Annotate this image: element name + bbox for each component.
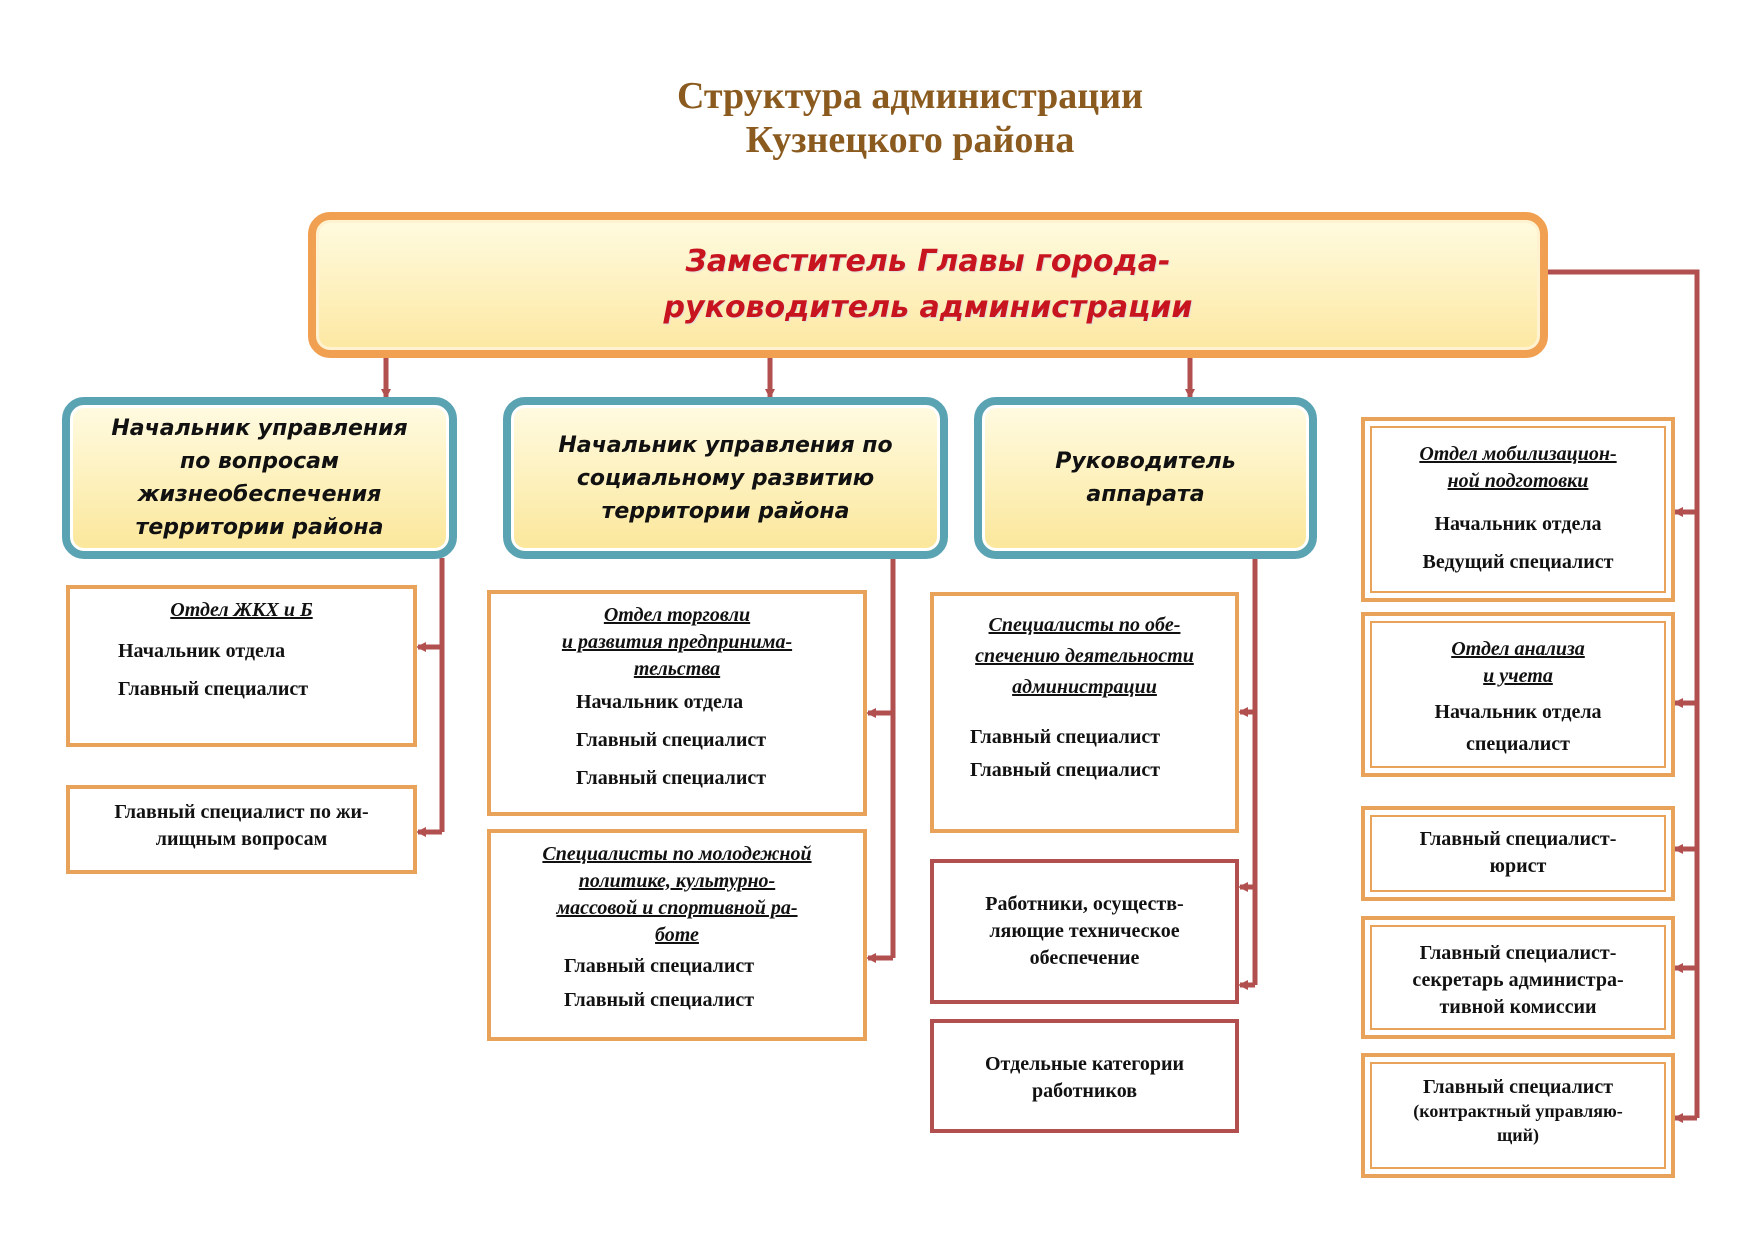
title-line: и развития предпринима-: [561, 631, 793, 653]
dept-youth-title: Специалисты по молодежной политике, куль…: [491, 841, 863, 949]
manager-infrastructure-line: по вопросам: [180, 449, 339, 474]
role-item: Начальник отдела: [1434, 513, 1602, 535]
title-line: спечению деятельности: [975, 645, 1194, 667]
dept-analysis: Отдел анализа и учета Начальник отдела с…: [1361, 612, 1675, 777]
box-line: ляющие техническое: [989, 920, 1180, 942]
manager-social-line: территории района: [601, 498, 850, 524]
title-line: Отдел торговли: [603, 604, 751, 626]
manager-infrastructure-line: жизнеобеспечения: [137, 482, 382, 507]
box-line: Главный специалист по жи-: [114, 801, 369, 823]
role-item: Главный специалист: [564, 989, 755, 1011]
box-line: работников: [1031, 1080, 1138, 1102]
role-item: Главный специалист: [576, 729, 767, 751]
box-line: тивной комиссии: [1439, 996, 1597, 1018]
dept-lawyer: Главный специалист- юрист: [1361, 806, 1675, 901]
box-line: Главный специалист-: [1419, 828, 1617, 850]
title-line: Специалисты по молодежной: [542, 843, 812, 865]
dept-other-workers: Отдельные категории работников: [930, 1019, 1239, 1133]
box-line: Главный специалист: [1422, 1076, 1614, 1098]
box-line: Работники, осуществ-: [985, 893, 1184, 915]
dept-admin-support-title: Специалисты по обе- спечению деятельност…: [934, 604, 1235, 703]
title-line: массовой и спортивной ра-: [556, 897, 798, 919]
page-title-line2: Кузнецкого района: [745, 119, 1075, 161]
dept-technical: Работники, осуществ- ляющие техническое …: [930, 859, 1239, 1004]
title-line: и учета: [1483, 665, 1553, 687]
manager-infrastructure: Начальник управления по вопросам жизнеоб…: [62, 397, 457, 559]
title-line: ной подготовки: [1447, 470, 1589, 492]
dept-analysis-title: Отдел анализа и учета: [1365, 624, 1671, 690]
dept-trade: Отдел торговли и развития предпринима- т…: [487, 590, 867, 816]
title-line: боте: [655, 924, 699, 946]
dept-housing: Отдел ЖКХ и Б Начальник отдела Главный с…: [66, 585, 417, 747]
role-item: Главный специалист: [576, 767, 767, 789]
manager-apparatus-line: Руководитель: [1055, 449, 1236, 474]
title-line: политике, культурно-: [578, 870, 776, 892]
title-line: тельства: [633, 658, 721, 680]
box-line: обеспечение: [1029, 947, 1140, 969]
manager-social: Начальник управления по социальному разв…: [503, 397, 948, 559]
head-title-line2: руководитель администрации: [663, 290, 1193, 325]
manager-apparatus: Руководитель аппарата: [974, 397, 1317, 559]
dept-trade-title: Отдел торговли и развития предпринима- т…: [491, 602, 863, 683]
dept-housing-title: Отдел ЖКХ и Б: [170, 599, 313, 621]
box-line: юрист: [1489, 855, 1547, 877]
box-line: лищным вопросам: [155, 828, 328, 850]
page-title-line1: Структура администрации: [676, 75, 1143, 117]
connector-head-to-col4: [1548, 269, 1700, 1118]
box-line: Главный специалист-: [1419, 942, 1617, 964]
head-title-line1: Заместитель Главы города-: [685, 244, 1171, 279]
role-item: Начальник отдела: [576, 691, 744, 713]
manager-infrastructure-line: Начальник управления: [111, 416, 408, 441]
title-line: Специалисты по обе-: [988, 614, 1181, 636]
title-line: Отдел анализа: [1451, 638, 1585, 660]
role-item: Ведущий специалист: [1422, 551, 1614, 573]
dept-admin-support: Специалисты по обе- спечению деятельност…: [930, 592, 1239, 833]
dept-youth: Специалисты по молодежной политике, куль…: [487, 829, 867, 1041]
manager-apparatus-line: аппарата: [1086, 482, 1205, 507]
dept-contract: Главный специалист (контрактный управляю…: [1361, 1053, 1675, 1178]
title-line: администрации: [1012, 676, 1157, 698]
role-item: Начальник отдела: [118, 640, 286, 662]
box-line: Отдельные категории: [984, 1053, 1185, 1075]
manager-infrastructure-line: территории района: [135, 515, 384, 540]
dept-housing-specialist: Главный специалист по жи- лищным вопроса…: [66, 785, 417, 874]
title-line: Отдел мобилизацион-: [1419, 443, 1617, 465]
role-item: Главный специалист: [564, 955, 755, 977]
role-item: Начальник отдела: [1434, 701, 1602, 723]
role-item: Главный специалист: [118, 678, 309, 700]
head-box: Заместитель Главы города- руководитель а…: [308, 212, 1548, 358]
box-line: секретарь администра-: [1412, 969, 1624, 991]
dept-secretary: Главный специалист- секретарь администра…: [1361, 916, 1675, 1039]
dept-mobilization-title: Отдел мобилизацион- ной подготовки: [1365, 429, 1671, 495]
page-title: Структура администрации Кузнецкого район…: [0, 74, 1755, 162]
dept-mobilization: Отдел мобилизацион- ной подготовки Начал…: [1361, 417, 1675, 602]
manager-social-line: социальному развитию: [576, 465, 875, 491]
role-item: Главный специалист: [970, 726, 1161, 748]
box-line: (контрактный управляю-: [1413, 1101, 1623, 1121]
box-line: щий): [1497, 1125, 1539, 1145]
role-item: специалист: [1466, 733, 1570, 755]
manager-social-line: Начальник управления по: [558, 432, 893, 458]
role-item: Главный специалист: [970, 759, 1161, 781]
